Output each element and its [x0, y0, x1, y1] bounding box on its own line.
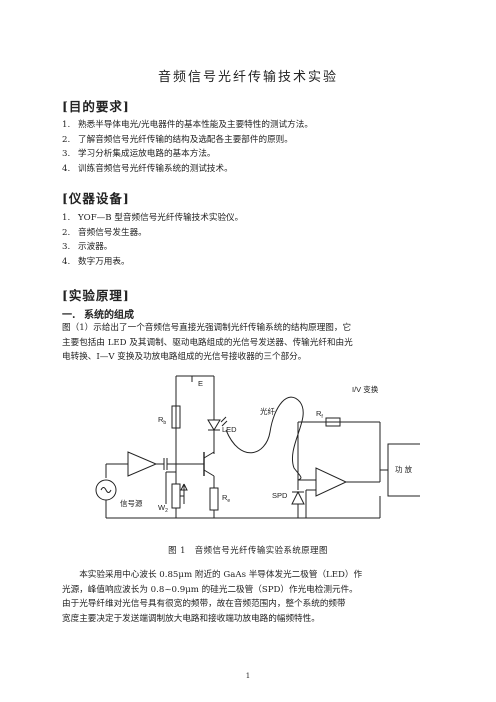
label-w2: W2 [158, 503, 168, 514]
objectives-list: 1.熟悉半导体电光/光电器件的基本性能及主要特性的测试方法。 2.了解音频信号光… [62, 118, 313, 176]
iv-opamp [315, 467, 348, 497]
list-item: 1.YOF—B 型音频信号光纤传输技术实验仪。 [62, 213, 244, 223]
resistor-re [209, 487, 219, 511]
circuit-diagram: E I/V 变换 光纤 LED Rb Rf Re W2 SPD 功 放 信号源 [95, 375, 420, 519]
list-item: 4.数字万用表。 [62, 256, 130, 267]
equipment-heading: [仪器设备] [62, 191, 130, 206]
potentiometer-w2 [171, 483, 181, 509]
list-item: 1.熟悉半导体电光/光电器件的基本性能及主要特性的测试方法。 [62, 120, 313, 130]
label-amp: 功 放 [395, 464, 413, 474]
principle-heading: [实验原理] [62, 288, 130, 303]
figure-caption: 图 1 音频信号光纤传输实验系统原理图 [168, 545, 328, 555]
principle-paragraph-1: 图（1）示给出了一个音频信号直接光强调制光纤传输系统的结构原理图，它 主要包括由… [62, 323, 353, 362]
label-fiber: 光纤 [260, 406, 275, 416]
list-item: 3.学习分析集成运放电路的基本方法。 [62, 149, 216, 159]
principle-paragraph-2: 本实验采用中心波长 0.85μm 附近的 GaAs 半导体发光二极管（LED）作… [62, 570, 363, 624]
objectives-heading: [目的要求] [62, 99, 130, 114]
label-re: Re [222, 493, 230, 504]
spd-symbol [291, 490, 305, 505]
page-title: 音频信号光纤传输技术实验 [157, 70, 338, 85]
page-number: 1 [245, 672, 251, 680]
subsection-title: 一.系统的组成 [62, 310, 134, 321]
label-iv: I/V 变换 [352, 384, 379, 394]
label-led: LED [222, 425, 237, 434]
list-item: 2.了解音频信号光纤传输的结构及选配各主要部件的原则。 [62, 134, 293, 145]
list-item: 2.音频信号发生器。 [62, 227, 147, 238]
equipment-list: 1.YOF—B 型音频信号光纤传输技术实验仪。 2.音频信号发生器。 3.示波器… [62, 211, 243, 269]
list-item: 3.示波器。 [62, 242, 113, 252]
optical-fiber [225, 396, 304, 481]
label-e: E [198, 379, 203, 388]
power-amplifier [387, 443, 420, 497]
led-symbol [207, 419, 221, 431]
resistor-rb [171, 405, 181, 429]
label-rb: Rb [158, 415, 166, 426]
label-source: 信号源 [120, 498, 143, 508]
resistor-rf [325, 417, 341, 427]
label-spd: SPD [272, 491, 288, 500]
input-amplifier [127, 451, 158, 477]
label-rf: Rf [316, 409, 323, 420]
list-item: 4.训练音频信号光纤传输系统的测试技术。 [62, 163, 233, 174]
